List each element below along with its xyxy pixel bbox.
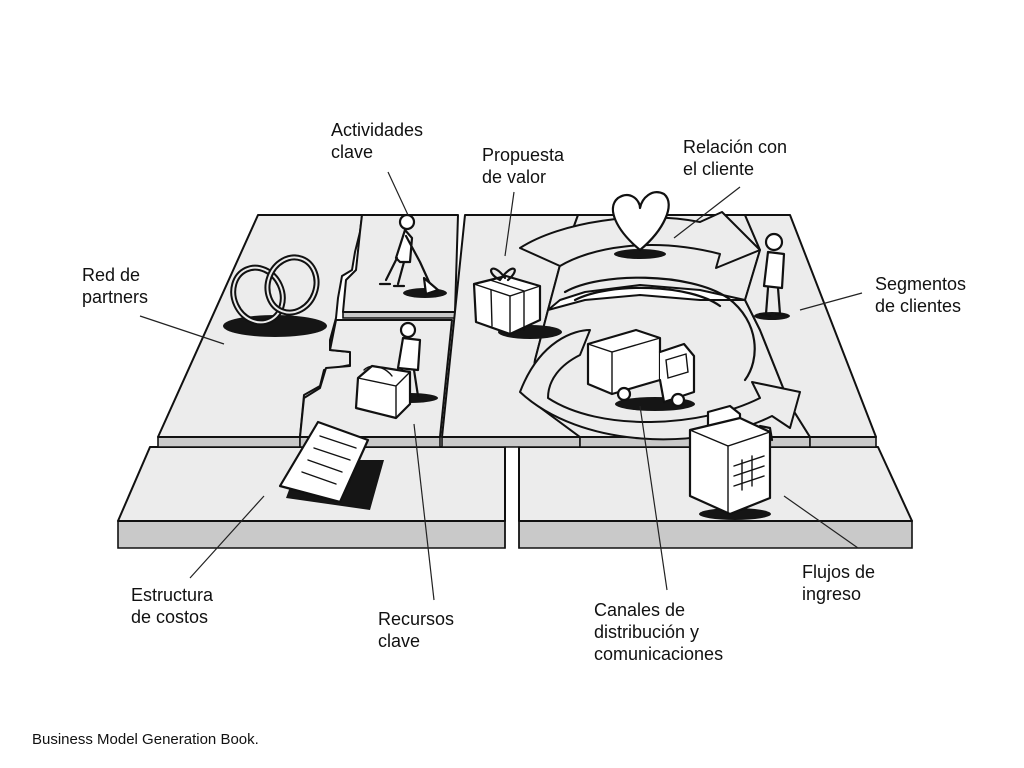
key-activities-panel (342, 214, 459, 319)
label-customer-relationships: Relación con el cliente (683, 136, 787, 180)
label-line: Actividades (331, 120, 424, 140)
leader-lines (139, 171, 863, 601)
label-line: Recursos (378, 609, 455, 629)
label-line: Segmentos (875, 274, 967, 294)
label-channels: Canales de distribución y comunicaciones (594, 599, 723, 665)
heart-icon (611, 191, 670, 259)
linked-rings-icon (223, 254, 327, 337)
label-line: Flujos de (802, 562, 876, 582)
label-line: ingreso (802, 584, 862, 604)
label-key-partners: Red de partners (82, 264, 148, 308)
cash-register-icon (688, 404, 774, 520)
label-line: Canales de (594, 600, 686, 620)
standing-customer-icon (754, 232, 790, 320)
label-line: clave (331, 142, 374, 162)
label-line: distribución y (594, 622, 700, 642)
label-line: clave (378, 631, 421, 651)
label-key-activities: Actividades clave (331, 119, 423, 163)
label-value-proposition: Propuesta de valor (482, 144, 564, 188)
delivery-truck-icon (586, 328, 696, 411)
label-line: Red de (82, 265, 141, 285)
label-line: Propuesta (482, 145, 565, 165)
label-line: Relación con (683, 137, 788, 157)
label-line: de clientes (875, 296, 962, 316)
source-caption: Business Model Generation Book. (32, 731, 259, 748)
label-line: el cliente (683, 159, 755, 179)
label-line: de valor (482, 167, 547, 187)
label-key-resources: Recursos clave (378, 608, 454, 652)
label-line: Estructura (131, 585, 214, 605)
worker-shoveling-icon (378, 213, 447, 298)
gift-box-icon (472, 267, 562, 339)
label-cost-structure: Estructura de costos (131, 584, 213, 628)
label-line: de costos (131, 607, 209, 627)
cost-document-icon (278, 420, 384, 510)
worker-with-crate-icon (354, 321, 438, 420)
label-line: partners (82, 287, 149, 307)
label-customer-segments: Segmentos de clientes (875, 273, 966, 317)
label-line: comunicaciones (594, 644, 724, 664)
label-revenue-streams: Flujos de ingreso (802, 561, 875, 605)
